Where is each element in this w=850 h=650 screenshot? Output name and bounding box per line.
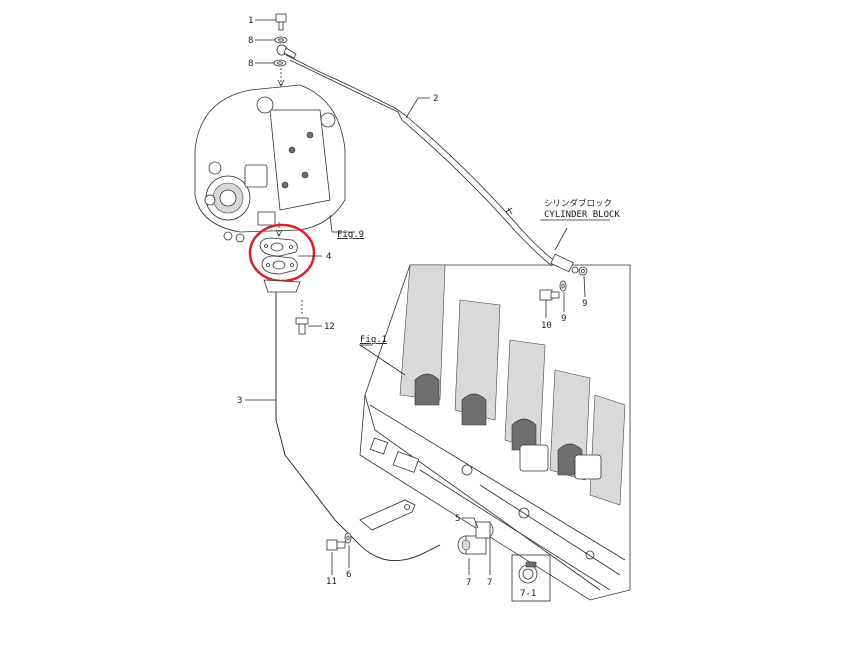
label-4: 4 <box>326 252 331 262</box>
label-8a: 8 <box>248 36 253 46</box>
label-7a: 7 <box>466 578 471 588</box>
label-2: 2 <box>433 94 438 104</box>
turbocharger-drawing <box>194 84 346 243</box>
reference-labels: Fig.9 Fig.1 シリンダブロック CYLINDER BLOCK <box>337 198 620 345</box>
label-6: 6 <box>346 570 351 580</box>
cylinder-block-drawing <box>359 264 631 601</box>
label-9a: 9 <box>561 314 566 324</box>
label-12: 12 <box>324 322 335 332</box>
label-9b: 9 <box>582 299 587 309</box>
label-10: 10 <box>541 321 552 331</box>
label-8b: 8 <box>248 59 253 69</box>
label-7b: 7 <box>487 578 492 588</box>
label-5: 5 <box>455 514 460 524</box>
gasket-pair <box>248 222 316 283</box>
label-11: 11 <box>326 577 337 587</box>
part-number-labels: 1 8 8 2 4 12 3 5 7 7 6 11 10 9 9 7-1 <box>237 16 587 599</box>
oil-drain-pipe <box>263 279 441 561</box>
label-7-1: 7-1 <box>520 589 536 599</box>
banjo-bolt-stack <box>273 13 297 87</box>
bolt-washer-bottom <box>326 532 352 551</box>
fig1-ref: Fig.1 <box>360 335 387 345</box>
hose-clamp-inset <box>511 554 551 602</box>
leader-lines <box>245 19 586 575</box>
connector-fitting <box>457 521 494 555</box>
label-1: 1 <box>248 16 253 26</box>
cylinder-block-en: CYLINDER BLOCK <box>544 210 620 220</box>
cylinder-block-jp: シリンダブロック <box>544 198 612 209</box>
oil-feed-pipe <box>285 54 588 276</box>
label-3: 3 <box>237 396 242 406</box>
fig9-ref: Fig.9 <box>337 230 364 240</box>
